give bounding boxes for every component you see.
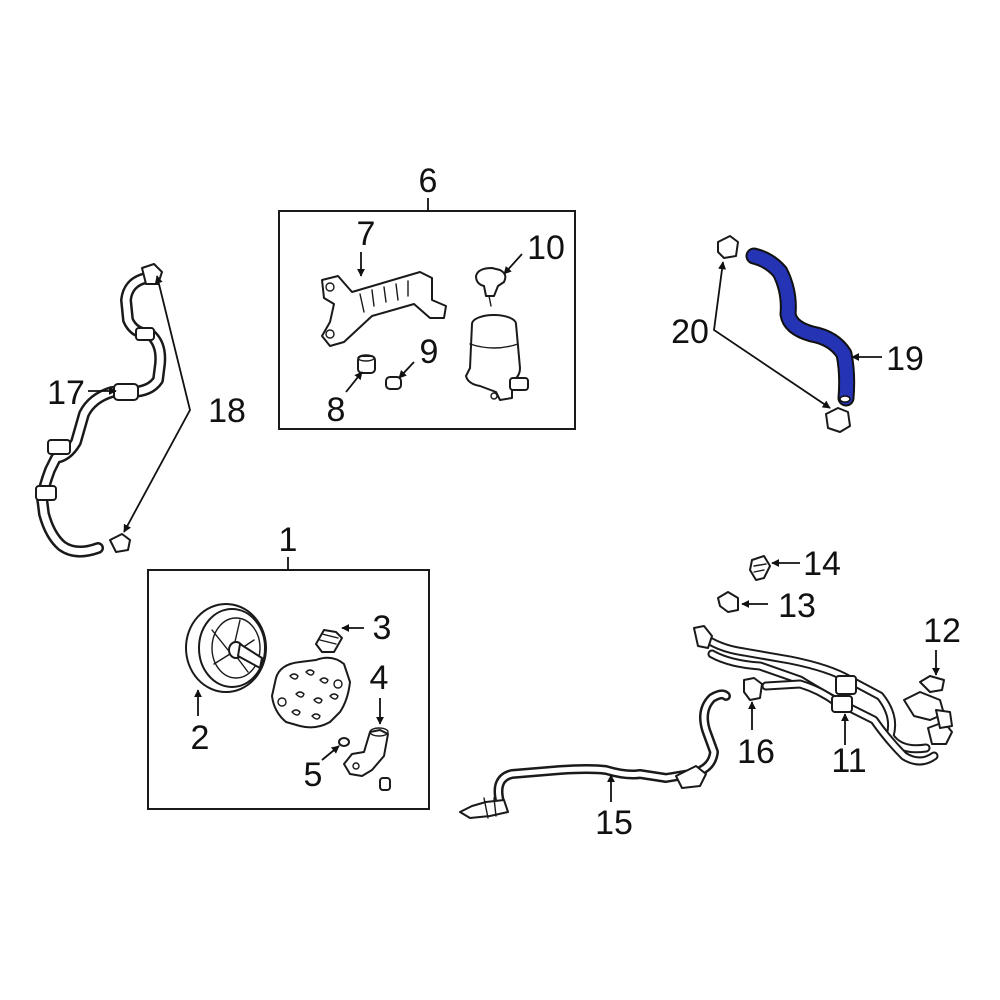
reservoir-hose-highlighted[interactable] [745,247,856,407]
callout-19[interactable]: 19 [886,340,924,378]
callout-3[interactable]: 3 [373,609,392,647]
callout-10[interactable]: 10 [527,229,565,267]
pressure-line-group: 15 11 12 13 [459,545,961,842]
suction-port-fitting[interactable] [343,727,389,777]
tube-clip[interactable] [919,675,945,693]
reservoir-assembly-box [278,210,576,430]
pressure-tube-assembly[interactable] [693,625,953,766]
hose-clamp-lower[interactable] [109,533,131,553]
callout-7[interactable]: 7 [357,215,376,253]
reservoir-cap[interactable] [475,267,507,307]
power-steering-reservoir[interactable] [465,314,529,401]
callout-20[interactable]: 20 [671,313,709,351]
callout-15[interactable]: 15 [595,804,633,842]
o-ring-part[interactable] [338,737,350,747]
callout-1[interactable]: 1 [279,521,298,559]
leader-8 [345,371,363,393]
hose-end-opening [839,395,851,403]
hose-clamp-top[interactable] [717,235,739,259]
pump-assembly-group: 1 2 3 [147,521,430,810]
highlighted-hose-group: 19 20 [671,235,924,433]
return-hose-group: 17 18 [35,263,246,558]
highlighted-hose-fill [747,249,854,405]
grommet-small-part[interactable] [385,376,402,390]
hose-clamp-bottom[interactable] [825,407,851,433]
callout-18[interactable]: 18 [208,392,246,430]
return-hose[interactable] [35,272,167,558]
union-bolt[interactable] [717,591,739,613]
callout-2[interactable]: 2 [191,719,210,757]
power-steering-pump[interactable] [271,656,351,729]
leader-18 [123,275,191,533]
callout-12[interactable]: 12 [923,612,961,650]
reservoir-assembly-group: 6 7 8 9 10 [278,162,576,430]
leader-9 [398,361,415,379]
callout-17[interactable]: 17 [47,374,85,412]
grommet-part[interactable] [357,354,376,374]
callout-6[interactable]: 6 [419,162,438,200]
leader-20 [713,261,831,409]
callout-8[interactable]: 8 [327,391,346,429]
flow-control-valve[interactable] [315,629,343,653]
callout-14[interactable]: 14 [803,545,841,583]
pressure-hose-assembly[interactable] [459,689,731,819]
callout-9[interactable]: 9 [420,333,439,371]
leader-10 [503,253,523,275]
callout-11[interactable]: 11 [831,742,866,780]
reservoir-bracket[interactable] [321,271,447,347]
callout-5[interactable]: 5 [304,756,323,794]
callout-13[interactable]: 13 [778,587,816,625]
callout-4[interactable]: 4 [370,659,389,697]
tube-grommet[interactable] [743,677,763,701]
pump-pulley[interactable] [185,603,267,693]
callout-16[interactable]: 16 [737,733,775,771]
fitting-bolt[interactable] [749,555,771,581]
leader-5 [321,745,340,761]
port-bolt[interactable] [379,777,391,791]
